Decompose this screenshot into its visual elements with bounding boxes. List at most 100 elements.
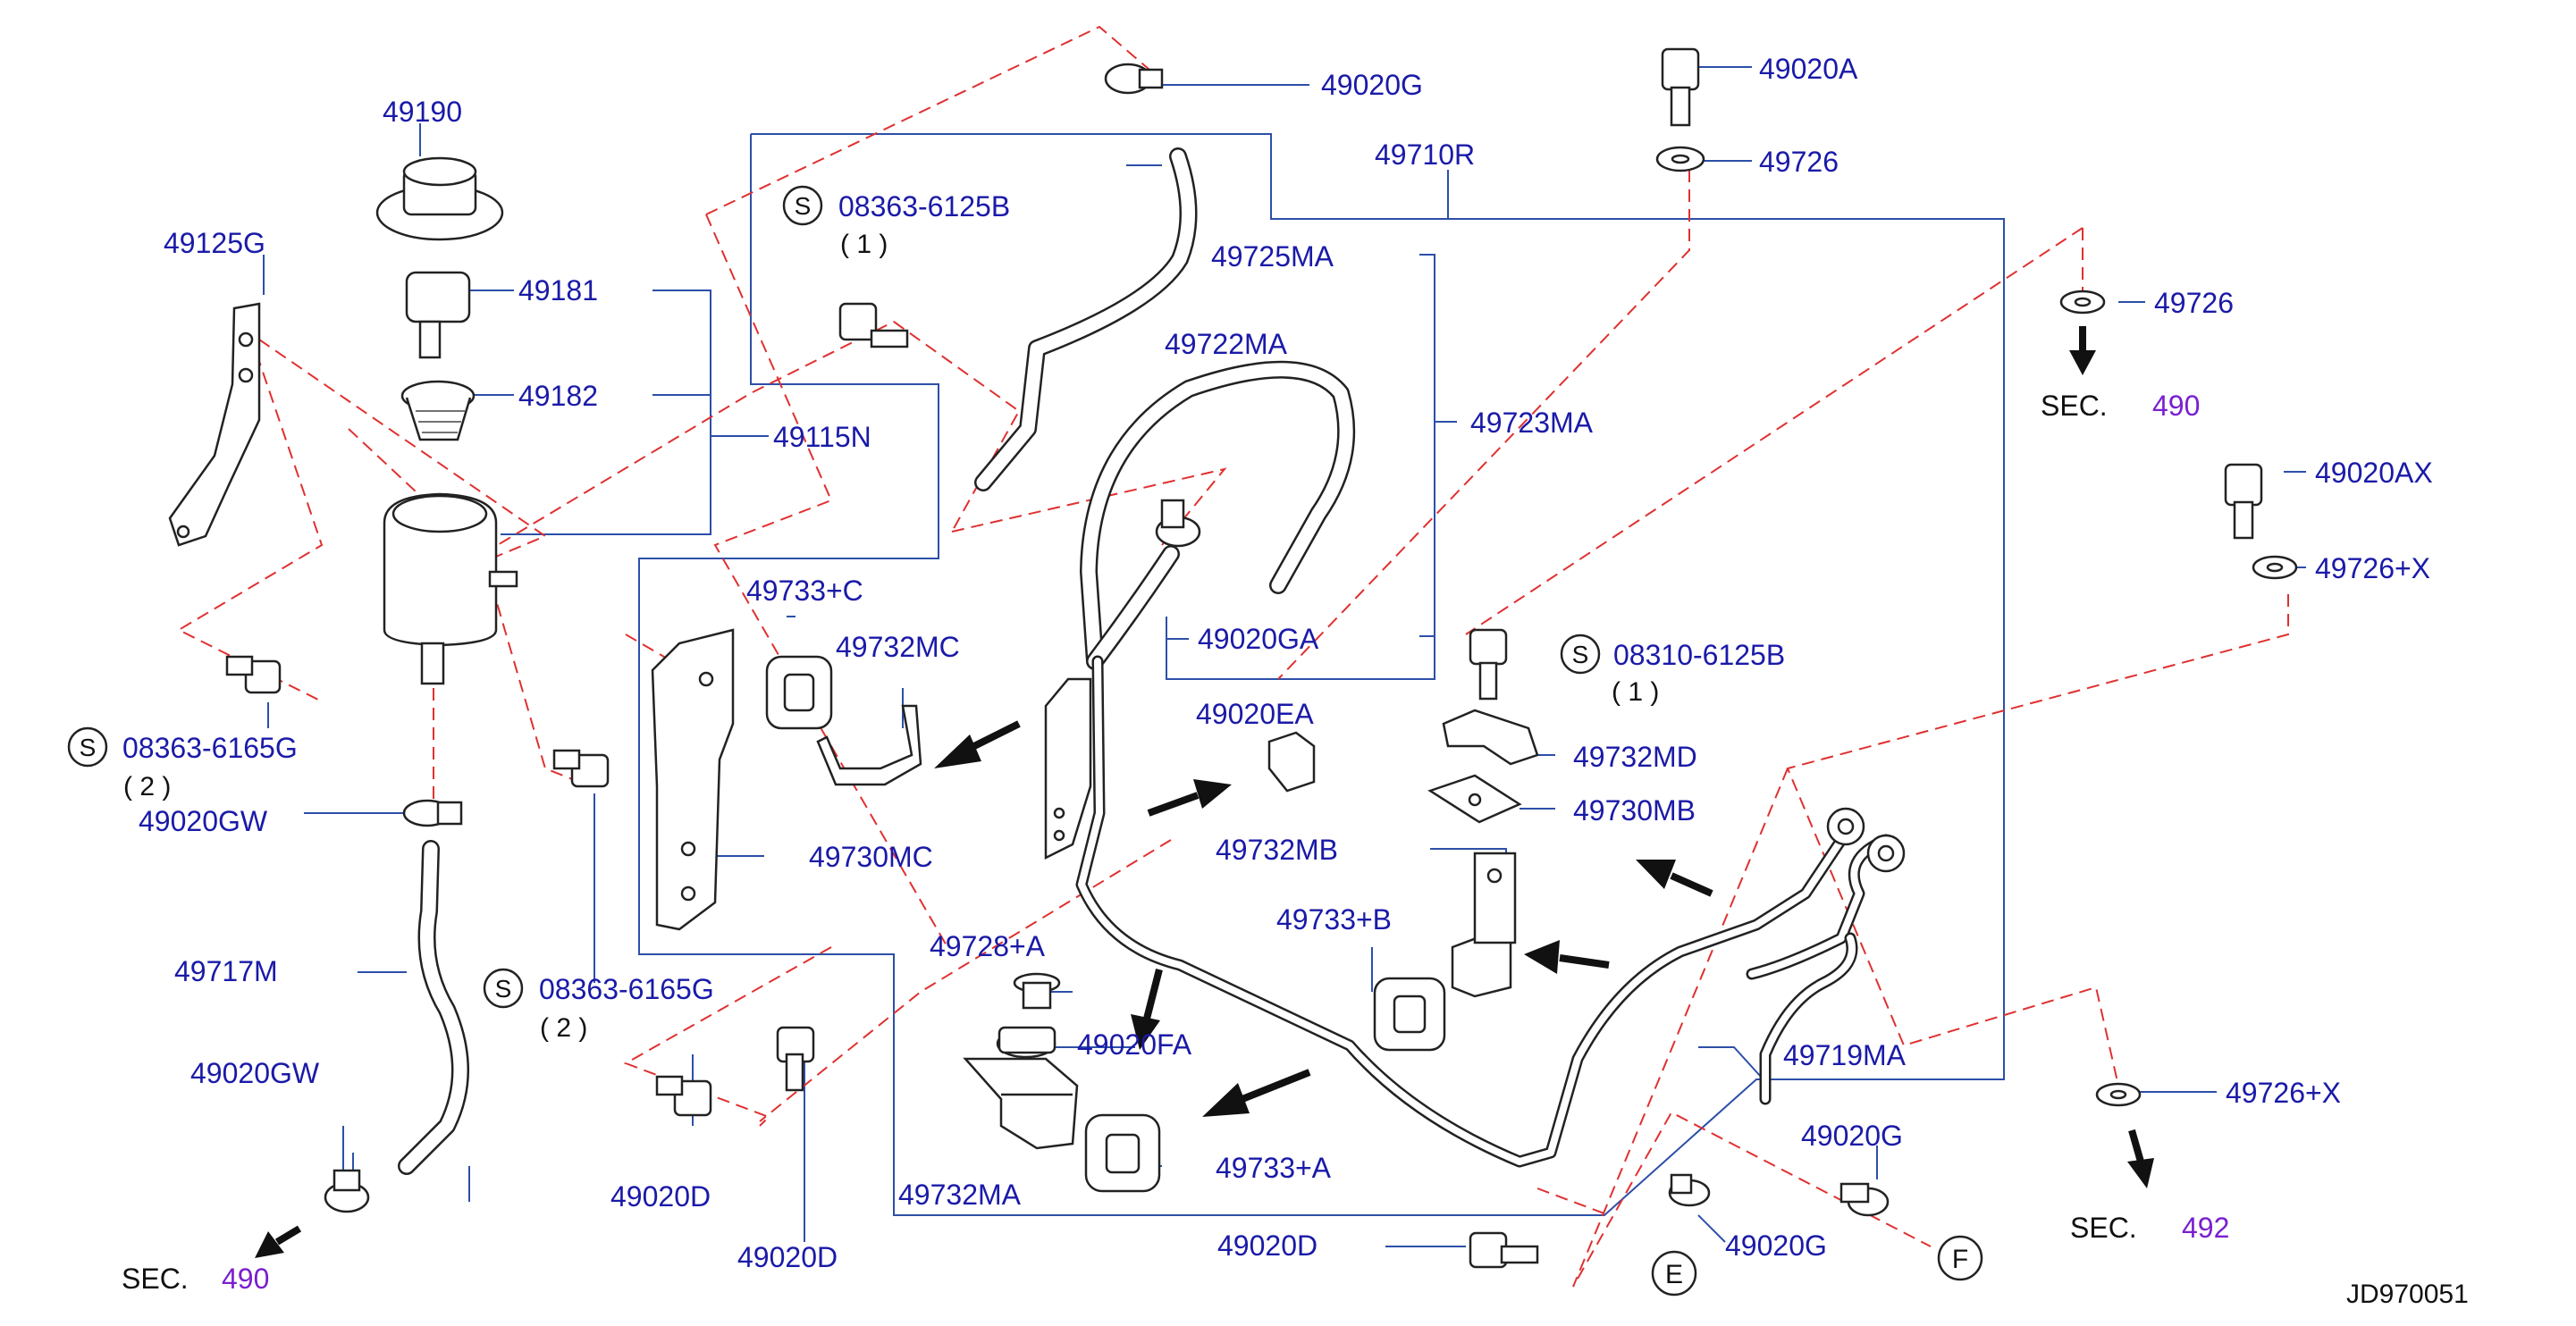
svg-text:492: 492: [2182, 1212, 2229, 1244]
label-49732mc: 49732MC: [836, 631, 960, 663]
washer-49726x-a: [2252, 555, 2298, 580]
label-49020g-b2: 49020G: [1725, 1229, 1827, 1262]
label-49020a: 49020A: [1759, 53, 1858, 85]
label-49733c: 49733+C: [746, 575, 863, 607]
arrow-to-49730mb: [1636, 860, 1713, 897]
frame-49115n: [501, 290, 711, 535]
label-49020ga: 49020GA: [1198, 623, 1319, 655]
bolt-49020d-a: [655, 1075, 712, 1117]
qty-08363-6165g-b: ( 2 ): [540, 1013, 587, 1043]
clamp-49732mc: [816, 704, 922, 786]
qty-08363-6165g-a: ( 2 ): [123, 772, 171, 801]
clamp-49732ma: [963, 1057, 1079, 1150]
part-49728a: [1013, 972, 1061, 1010]
arrow-to-sec492: [2127, 1129, 2154, 1188]
label-49020gw-b: 49020GW: [190, 1057, 320, 1089]
svg-text:S: S: [795, 192, 812, 220]
label-49181: 49181: [518, 274, 598, 306]
direction-arrows: [255, 326, 2154, 1258]
label-49726-b: 49726: [2154, 287, 2234, 319]
label-49020ax: 49020AX: [2315, 457, 2433, 489]
label-49190: 49190: [383, 96, 462, 128]
clamp-49020ga: [1155, 499, 1201, 548]
label-49020d-b: 49020D: [737, 1241, 838, 1273]
clip-49020ea: [1267, 731, 1316, 793]
bolt-08310-6125b: [1469, 628, 1508, 701]
reference-circle-f: F: [1937, 1235, 1983, 1281]
svg-text:F: F: [1952, 1245, 1968, 1274]
svg-text:S: S: [495, 975, 512, 1003]
bracket-49125g: [168, 302, 261, 547]
label-49723ma: 49723MA: [1470, 407, 1594, 439]
screw-symbol-08363-6165g-b: S: [483, 968, 524, 1009]
svg-text:E: E: [1665, 1260, 1683, 1289]
label-49020g-b1: 49020G: [1801, 1120, 1903, 1152]
clamp-49020g-b2: [1839, 1182, 1890, 1217]
section-ref-490-right: SEC. 490: [2041, 390, 2200, 422]
label-49730mb: 49730MB: [1573, 794, 1696, 827]
label-49722ma: 49722MA: [1165, 328, 1288, 360]
screw-symbol-08363-6165g-a: S: [67, 726, 108, 768]
section-ref-490-left: SEC. 490: [122, 1263, 269, 1295]
label-49726x-b: 49726+X: [2226, 1077, 2341, 1109]
label-49020d-a: 49020D: [610, 1180, 711, 1213]
label-49182: 49182: [518, 380, 598, 412]
reservoir-cap-49190: [375, 156, 504, 241]
label-49020gw-a: 49020GW: [139, 805, 268, 837]
section-ref-492: SEC. 492: [2070, 1212, 2229, 1244]
washer-49726-a: [1655, 146, 1705, 172]
label-49125g: 49125G: [164, 227, 265, 259]
svg-text:490: 490: [2152, 390, 2200, 422]
label-08363-6125b: 08363-6125B: [838, 190, 1010, 222]
clamp-49020g-top: [1104, 63, 1164, 95]
bolt-49020d-b: [776, 1026, 815, 1092]
bolt-08363-6125b: [838, 302, 909, 348]
label-08310-6125b: 08310-6125B: [1613, 639, 1785, 671]
grommet-49733b: [1373, 977, 1446, 1052]
label-49732mb: 49732MB: [1216, 834, 1338, 866]
plate-49730mb: [1427, 774, 1522, 824]
label-49733b: 49733+B: [1276, 903, 1392, 936]
screw-symbol-08310-6125b: S: [1560, 634, 1601, 675]
grommet-49733a: [1084, 1113, 1161, 1193]
label-49717m: 49717M: [174, 955, 278, 987]
qty-08363-6125b: ( 1 ): [840, 230, 888, 259]
label-49732md: 49732MD: [1573, 741, 1697, 773]
label-08363-6165g-a: 08363-6165G: [122, 732, 298, 764]
label-49020ea: 49020EA: [1196, 698, 1314, 730]
parts: [168, 47, 2298, 1269]
svg-text:S: S: [1572, 641, 1589, 668]
arrow-to-sec490-left: [255, 1225, 302, 1258]
symbols: S S S S E F: [67, 185, 1983, 1297]
clamp-49020gw-b: [324, 1169, 370, 1213]
clamp-49020g-b1: [1668, 1173, 1711, 1207]
bolt-49020d-c: [1469, 1231, 1539, 1269]
svg-text:SEC.: SEC.: [2041, 390, 2108, 422]
svg-text:SEC.: SEC.: [122, 1263, 189, 1295]
label-49726x-a: 49726+X: [2315, 552, 2430, 584]
washer-49726-b: [2059, 290, 2106, 315]
arrow-to-49733a: [1202, 1069, 1311, 1117]
bracket-49730mc: [651, 628, 735, 931]
svg-text:490: 490: [222, 1263, 269, 1295]
screw-symbol-08363-6125b: S: [782, 185, 823, 226]
grommet-49733c: [765, 655, 833, 730]
washer-49726x-b: [2095, 1082, 2142, 1107]
clamp-49732md: [1442, 709, 1539, 766]
bracket-center: [1044, 677, 1092, 860]
strainer-49182: [400, 380, 476, 441]
hoses-and-pipes: [398, 147, 1906, 1175]
label-49732ma: 49732MA: [898, 1179, 1022, 1211]
label-49710r: 49710R: [1375, 138, 1475, 171]
label-49725ma: 49725MA: [1211, 240, 1334, 273]
reference-circle-e: E: [1651, 1250, 1697, 1297]
label-49020fa: 49020FA: [1077, 1028, 1192, 1061]
label-49728a: 49728+A: [930, 930, 1046, 962]
clamp-49020gw-a: [402, 799, 463, 827]
qty-08310-6125b: ( 1 ): [1612, 677, 1659, 707]
svg-text:S: S: [80, 734, 97, 761]
label-49726-a: 49726: [1759, 146, 1839, 178]
bolt-49020a: [1661, 47, 1700, 127]
label-49020g-top: 49020G: [1321, 69, 1423, 101]
